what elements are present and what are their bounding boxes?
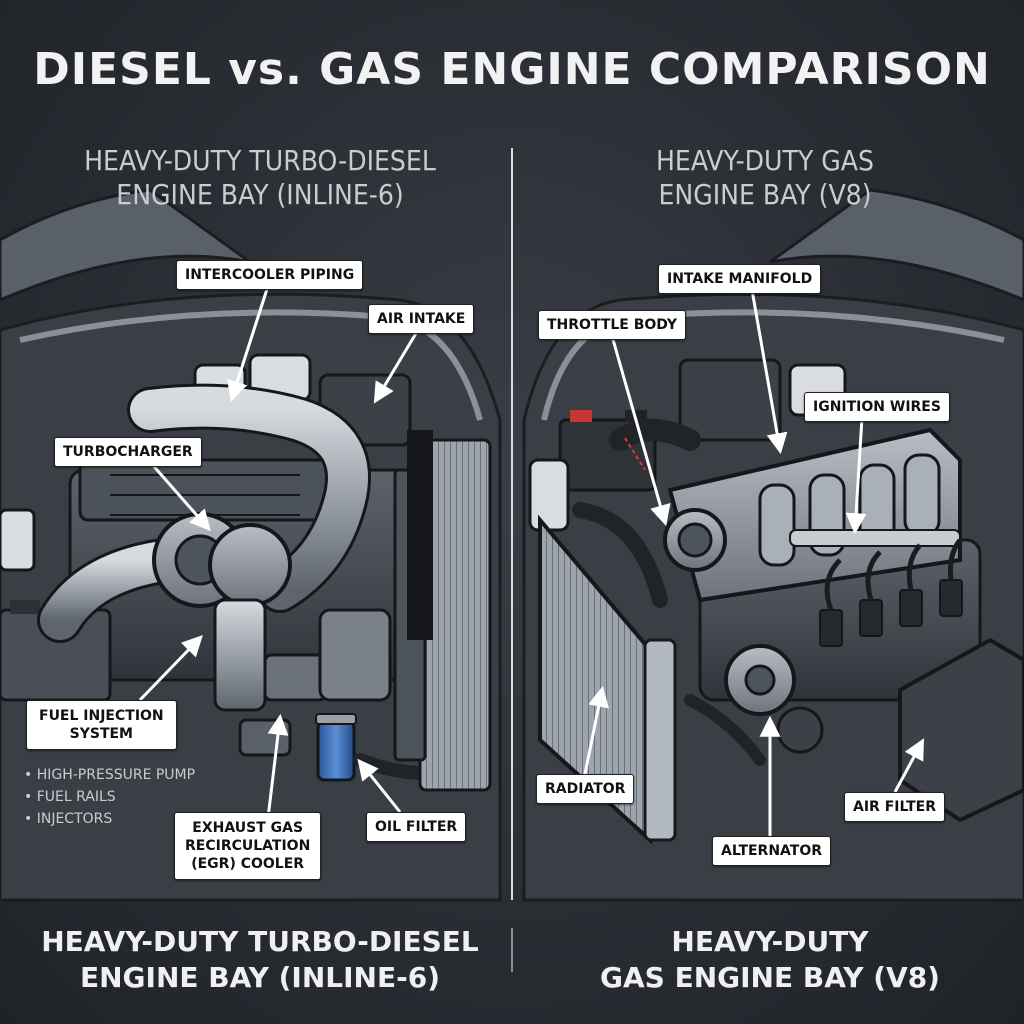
- egr-line3: (EGR) COOLER: [191, 856, 305, 872]
- label-egr-cooler: EXHAUST GAS RECIRCULATION (EGR) COOLER: [174, 812, 322, 880]
- page-title: DIESEL vs. GAS ENGINE COMPARISON: [33, 44, 991, 95]
- gas-heading-line2: ENGINE BAY (V8): [658, 178, 872, 211]
- diesel-footer-line2: ENGINE BAY (INLINE-6): [80, 961, 440, 994]
- fuel-injection-components: HIGH-PRESSURE PUMP FUEL RAILS INJECTORS: [24, 764, 195, 830]
- label-ignition-wires: IGNITION WIRES: [804, 392, 950, 422]
- label-throttle-body: THROTTLE BODY: [538, 310, 687, 340]
- leader-arrows: [138, 285, 924, 836]
- gas-footer: HEAVY-DUTY GAS ENGINE BAY (V8): [530, 924, 1010, 996]
- egr-line2: RECIRCULATION: [185, 838, 311, 854]
- gas-engine-bay: [522, 188, 1024, 902]
- fuel-injection-line2: SYSTEM: [69, 726, 133, 742]
- gas-heading-line1: HEAVY-DUTY GAS: [655, 144, 875, 177]
- fuel-component-item: INJECTORS: [24, 808, 195, 830]
- diesel-footer: HEAVY-DUTY TURBO-DIESEL ENGINE BAY (INLI…: [20, 924, 500, 996]
- label-turbocharger: TURBOCHARGER: [54, 437, 202, 467]
- diesel-heading-line2: ENGINE BAY (INLINE-6): [116, 178, 404, 211]
- footer-divider: [511, 928, 513, 972]
- fuel-injection-line1: FUEL INJECTION: [39, 708, 164, 724]
- label-intake-manifold: INTAKE MANIFOLD: [658, 264, 822, 294]
- fuel-component-item: HIGH-PRESSURE PUMP: [24, 764, 195, 786]
- diesel-footer-line1: HEAVY-DUTY TURBO-DIESEL: [41, 925, 479, 958]
- fuel-component-item: FUEL RAILS: [24, 786, 195, 808]
- egr-line1: EXHAUST GAS: [192, 820, 304, 836]
- gas-footer-line1: HEAVY-DUTY: [671, 925, 869, 958]
- gas-heading: HEAVY-DUTY GAS ENGINE BAY (V8): [545, 144, 985, 212]
- label-intercooler-piping: INTERCOOLER PIPING: [176, 260, 364, 290]
- diesel-heading-line1: HEAVY-DUTY TURBO-DIESEL: [84, 144, 436, 177]
- diesel-heading: HEAVY-DUTY TURBO-DIESEL ENGINE BAY (INLI…: [40, 144, 480, 212]
- label-air-filter: AIR FILTER: [844, 792, 945, 822]
- label-oil-filter: OIL FILTER: [366, 812, 467, 842]
- gas-footer-line2: GAS ENGINE BAY (V8): [600, 961, 940, 994]
- label-fuel-injection-system: FUEL INJECTION SYSTEM: [26, 700, 177, 750]
- label-air-intake: AIR INTAKE: [368, 304, 475, 334]
- label-radiator: RADIATOR: [536, 774, 635, 804]
- label-alternator: ALTERNATOR: [712, 836, 832, 866]
